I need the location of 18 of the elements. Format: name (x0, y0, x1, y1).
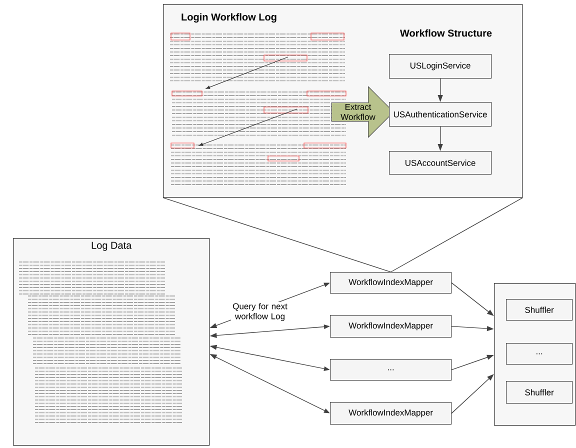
arrow (451, 374, 494, 414)
arrow (451, 282, 494, 316)
section-heading: Workflow Structure (400, 29, 492, 37)
log-data-box: Log Data (13, 238, 210, 446)
process-box: WorkflowIndexMapper (330, 402, 452, 425)
process-box: Shuffler (506, 381, 573, 404)
connector-line (390, 197, 524, 272)
edge-label: Query for next workflow Log (233, 303, 288, 321)
process-box: WorkflowIndexMapper (330, 315, 452, 338)
process-box: WorkflowIndexMapper (330, 272, 452, 294)
process-box: Shuffler (506, 299, 573, 321)
connector-line (162, 197, 392, 272)
process-box: ... (506, 343, 573, 365)
process-box: ... (330, 359, 452, 381)
process-box: USAuthenticationService (389, 102, 492, 127)
process-box: USAccountService (389, 151, 492, 175)
log-heading: Login Workflow Log (182, 13, 276, 23)
process-box: USLoginService (389, 54, 492, 79)
